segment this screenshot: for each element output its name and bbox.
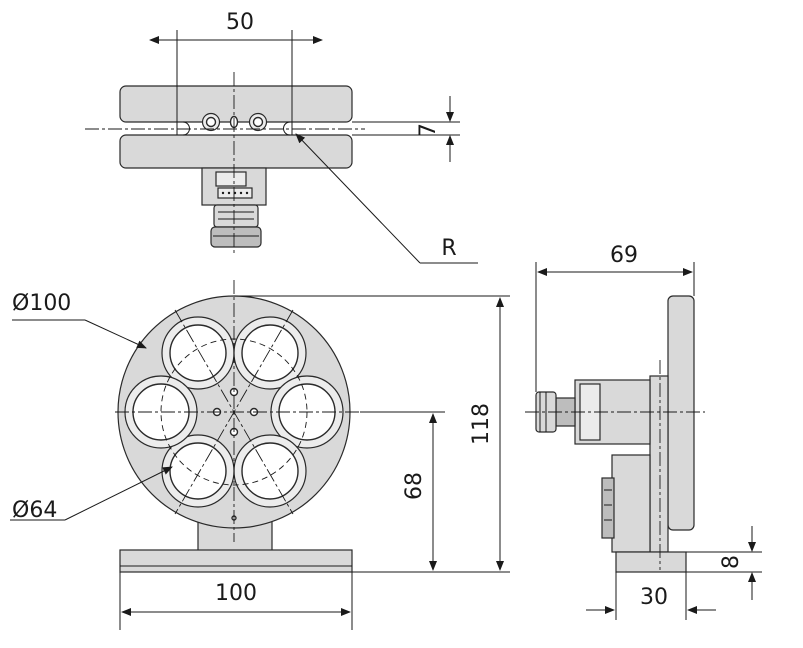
side-mount-plate bbox=[649, 375, 669, 553]
dim-base-depth: 30 bbox=[640, 585, 668, 610]
dim-base-thickness: 8 bbox=[719, 555, 744, 569]
dim-pitch-diameter: Ø64 bbox=[12, 498, 57, 523]
dim-side-depth: 69 bbox=[610, 243, 638, 268]
dim-slot-width: 7 bbox=[416, 123, 441, 137]
top-connector bbox=[213, 204, 259, 228]
dim-outer-diameter: Ø100 bbox=[12, 291, 71, 316]
dim-base-width: 100 bbox=[215, 581, 257, 606]
dim-total-height: 118 bbox=[469, 403, 494, 445]
side-wheel-plate bbox=[667, 295, 695, 531]
side-view: 69 30 8 bbox=[525, 243, 762, 620]
top-view: 50 7 R bbox=[85, 10, 478, 264]
dim-center-height: 68 bbox=[402, 472, 427, 500]
filter-cells bbox=[124, 316, 344, 508]
front-base-plate bbox=[119, 549, 353, 573]
top-lower-plate bbox=[119, 134, 353, 169]
dim-top-width: 50 bbox=[226, 10, 254, 35]
dim-radius: R bbox=[441, 236, 456, 261]
side-base-plate bbox=[615, 551, 687, 573]
side-electronics-box bbox=[611, 454, 651, 553]
front-view: 118 68 100 Ø100 Ø64 bbox=[10, 280, 510, 630]
